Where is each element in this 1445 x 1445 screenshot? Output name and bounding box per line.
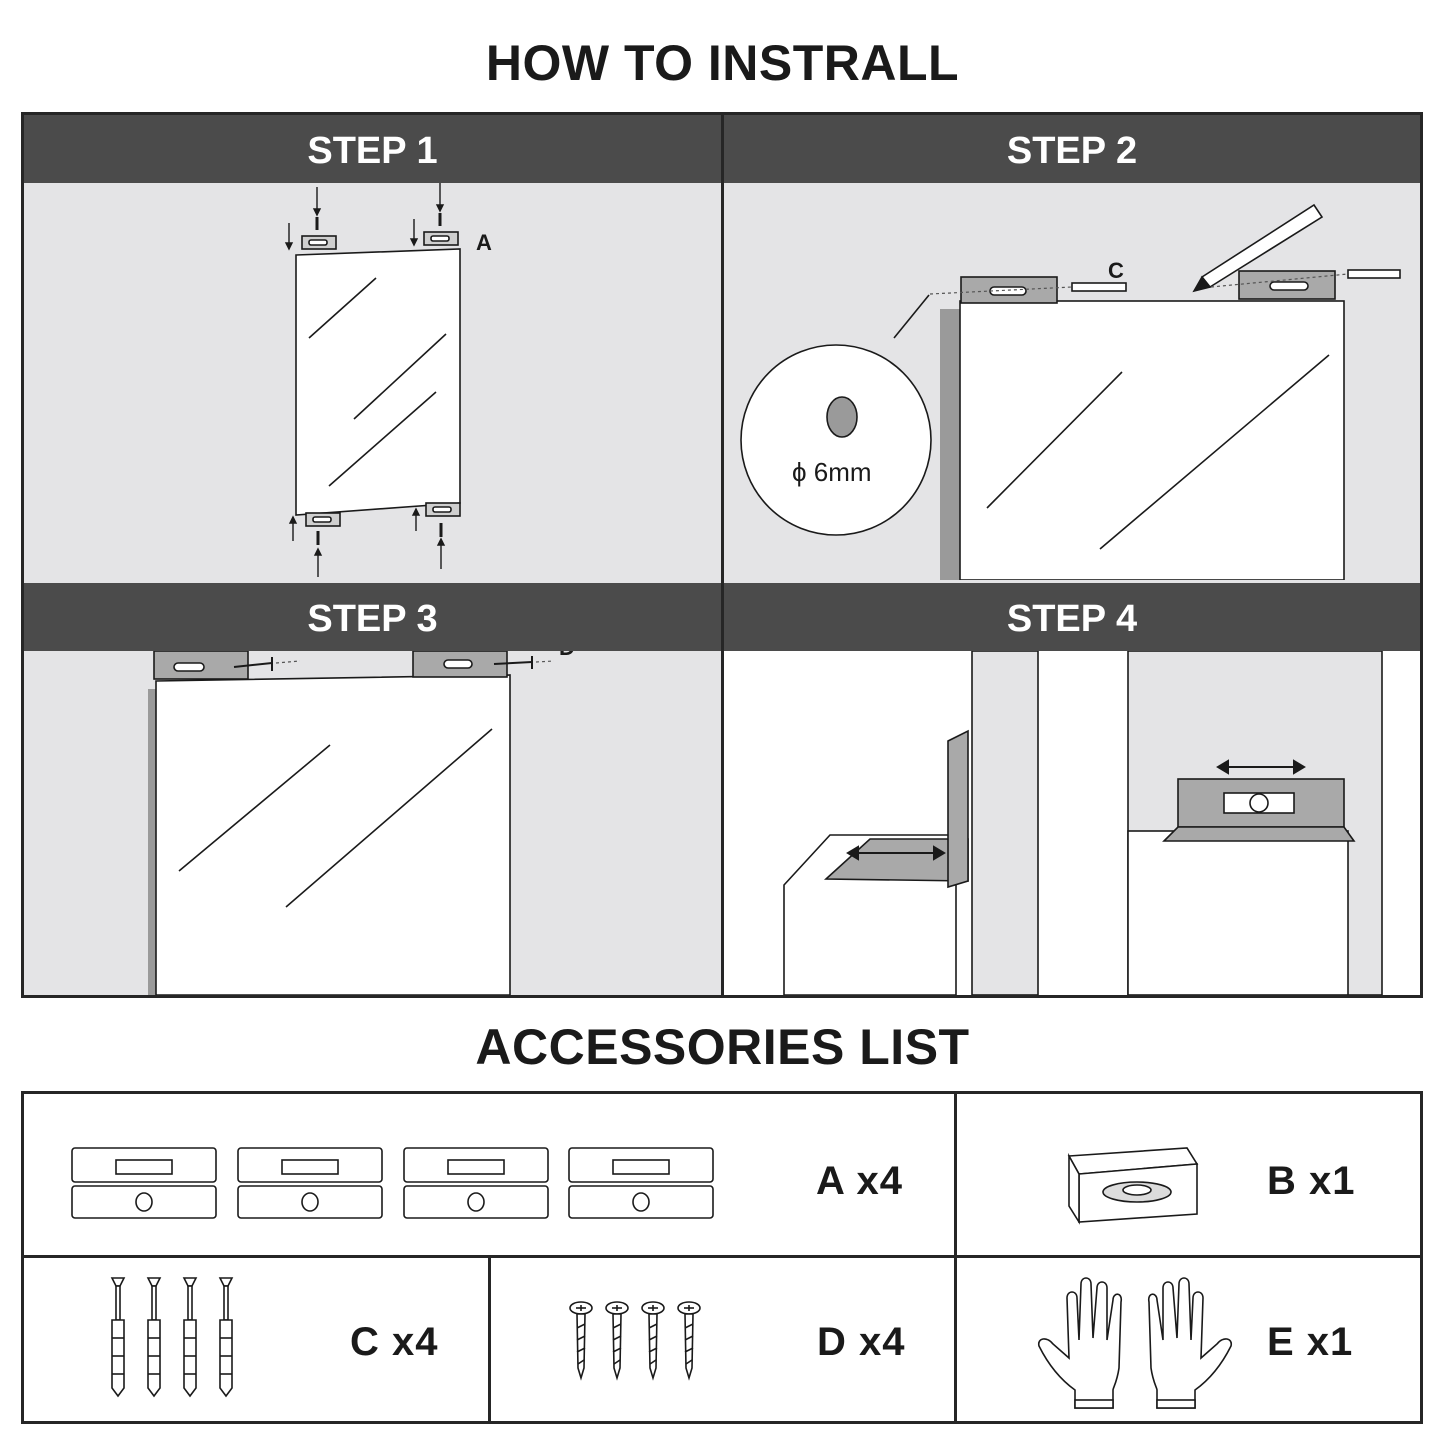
- step-4-illustration: [783, 651, 1383, 995]
- accessories-title: ACCESSORIES LIST: [475, 1019, 970, 1075]
- screw-icon: [569, 1301, 701, 1381]
- step-2-callout: C: [1108, 258, 1124, 283]
- accessory-e-label: E x1: [1267, 1320, 1354, 1364]
- step-3-header: STEP 3: [24, 583, 721, 651]
- accessories-table: A x4 B x1: [21, 1091, 1423, 1424]
- step-3-illustration: D: [148, 651, 575, 995]
- hole-size-label: ϕ 6mm: [792, 457, 872, 487]
- accessory-e: E x1: [957, 1258, 1420, 1421]
- acc-divider-vertical-left: [488, 1258, 491, 1421]
- step-3-panel: STEP 3 D: [24, 583, 721, 995]
- accessory-c-label: C x4: [350, 1320, 439, 1364]
- wall-anchor-icon: [110, 1277, 234, 1398]
- step-1-callout: A: [476, 230, 492, 255]
- page-title: HOW TO INSTRALL: [485, 35, 960, 91]
- gloves-icon: [1037, 1277, 1233, 1409]
- step-1-header: STEP 1: [24, 115, 721, 183]
- step-2-header: STEP 2: [724, 115, 1420, 183]
- step-4-header: STEP 4: [724, 583, 1420, 651]
- accessory-d-label: D x4: [817, 1320, 906, 1364]
- steps-grid: STEP 1: [21, 112, 1423, 998]
- step-2-panel: STEP 2: [724, 115, 1420, 580]
- accessory-b-label: B x1: [1267, 1159, 1356, 1203]
- bracket-icon: [71, 1147, 714, 1219]
- step-4-panel: STEP 4: [724, 583, 1420, 995]
- step-1-illustration: A: [284, 183, 492, 577]
- accessory-d: D x4: [491, 1258, 954, 1421]
- acc-divider-vertical-right: [954, 1094, 957, 1421]
- spirit-level-icon: [1067, 1147, 1199, 1225]
- grid-divider-vertical: [721, 115, 724, 995]
- acc-divider-horizontal: [24, 1255, 1420, 1258]
- accessory-c: C x4: [24, 1258, 488, 1421]
- step-1-panel: STEP 1: [24, 115, 721, 580]
- step-3-callout: D: [559, 651, 575, 660]
- accessory-a-label: A x4: [816, 1159, 904, 1203]
- accessory-b: B x1: [957, 1094, 1420, 1255]
- step-2-illustration: C ϕ 6mm: [740, 203, 1401, 580]
- accessory-a: A x4: [24, 1094, 954, 1255]
